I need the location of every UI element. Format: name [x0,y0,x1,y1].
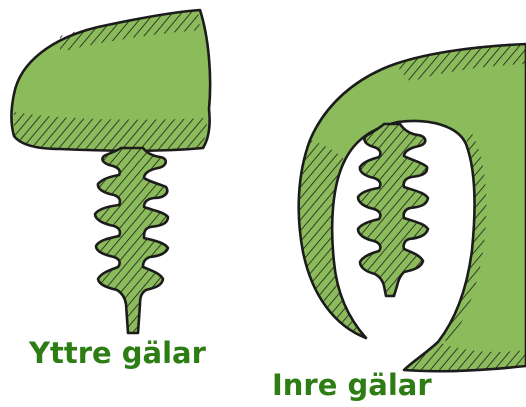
external-gills-drawing [11,10,210,333]
external-gills-label: Yttre gälar [29,339,206,368]
internal-gills-label: Inre gälar [272,371,432,400]
internal-gill-filament-hatch [358,124,428,296]
internal-gills-drawing [299,44,526,371]
